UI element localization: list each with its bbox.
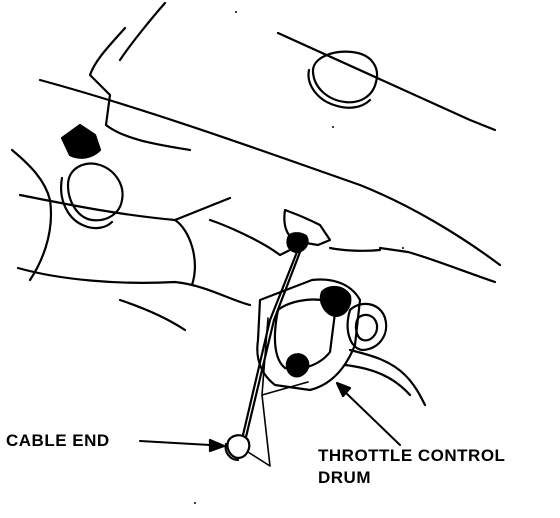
cable-end-leader-arm — [261, 381, 309, 396]
upper-housing-top-edge — [276, 31, 497, 132]
lower-casing-curve — [18, 193, 232, 222]
throttle-cable — [241, 250, 299, 437]
bracket-arm-right — [348, 348, 427, 407]
cable-end-ferrule — [226, 434, 251, 460]
cable-grommet — [286, 232, 309, 254]
speck-4 — [402, 247, 404, 249]
bracket-arm-right-2 — [343, 363, 412, 397]
cable-end-leader-triangle — [247, 317, 271, 467]
drum-bracket-inner — [273, 298, 338, 371]
cable-end-leader — [139, 440, 211, 446]
throttle-cable-2 — [244, 250, 302, 439]
throttle-control-drum-label-line2: DRUM — [318, 468, 371, 487]
throttle-control-drum-label-line1: THROTTLE CONTROL — [318, 446, 506, 465]
cable-bracket-top — [283, 208, 332, 247]
drum-pivot — [285, 353, 310, 378]
housing-left-fold — [88, 26, 192, 152]
left-knob-base — [60, 176, 114, 230]
left-knob — [66, 162, 124, 222]
frame-line-right — [378, 246, 497, 284]
upper-housing-outline — [38, 78, 502, 267]
cable-end-arrowhead — [208, 438, 226, 453]
lower-casing-left — [10, 148, 53, 282]
speck-2 — [235, 11, 237, 13]
throttle-drum-leader — [344, 391, 401, 446]
upper-knob — [311, 50, 379, 104]
throttle-drum — [319, 286, 352, 318]
drum-boss — [346, 302, 388, 352]
speck-3 — [194, 502, 196, 504]
throttle-drum-arrowhead — [335, 381, 352, 398]
lower-casing-face — [173, 218, 196, 287]
casing-lower-edge — [118, 298, 187, 332]
speck-1 — [332, 126, 334, 128]
housing-rib — [118, 1, 167, 62]
casing-ridge — [208, 218, 292, 257]
small-lug — [60, 123, 102, 159]
upper-knob-base — [307, 68, 372, 109]
drum-boss-inner — [354, 313, 379, 342]
cable-end-ferrule-ring — [224, 442, 240, 462]
frame-line-right-2 — [328, 246, 382, 252]
lower-casing-bottom — [16, 266, 252, 307]
cable-end-label: CABLE END — [6, 431, 110, 450]
